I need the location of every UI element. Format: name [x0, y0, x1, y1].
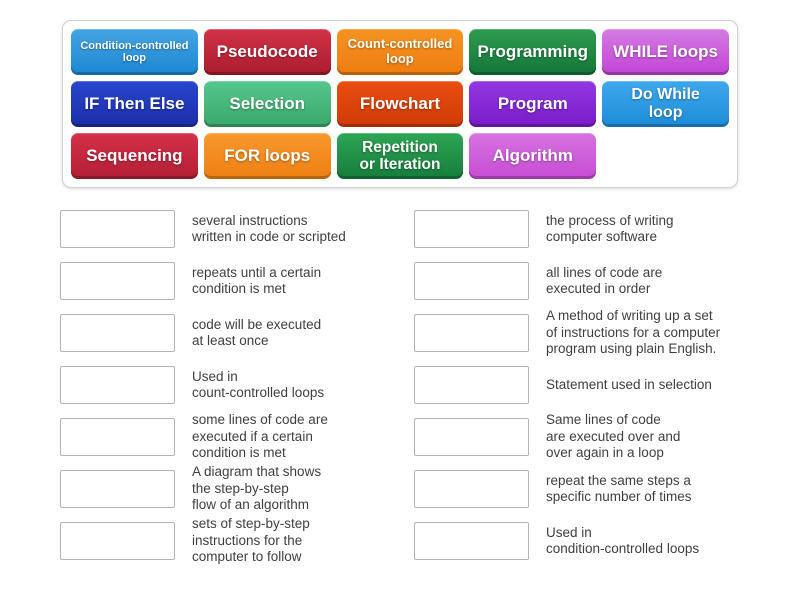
word-tile-count-controlled-loop[interactable]: Count-controlled loop — [336, 29, 464, 75]
word-tile-pseudocode[interactable]: Pseudocode — [203, 29, 331, 75]
definition-text: Used in condition-controlled loops — [546, 524, 700, 557]
answer-slot[interactable] — [60, 314, 175, 352]
answer-slot[interactable] — [60, 470, 175, 508]
word-tile-sequencing[interactable]: Sequencing — [71, 133, 198, 179]
definition-text: repeats until a certain condition is met — [192, 264, 322, 297]
match-row: sets of step-by-step instructions for th… — [60, 516, 414, 564]
word-tile-flowchart[interactable]: Flowchart — [336, 81, 464, 127]
answer-slot[interactable] — [414, 210, 529, 248]
match-row: A diagram that shows the step-by-step fl… — [60, 464, 414, 512]
match-row: Statement used in selection — [414, 366, 800, 404]
word-tile-grid: Condition-controlled loop Pseudocode Cou… — [63, 21, 737, 187]
definition-text: repeat the same steps a specific number … — [546, 472, 692, 505]
answer-slot[interactable] — [414, 418, 529, 456]
answer-slot[interactable] — [60, 522, 175, 560]
match-row: Used in condition-controlled loops — [414, 522, 800, 560]
answer-slot[interactable] — [60, 366, 175, 404]
match-row: the process of writing computer software — [414, 210, 800, 248]
match-column-right: the process of writing computer software… — [414, 210, 800, 574]
definition-text: Used in count-controlled loops — [192, 368, 325, 401]
answer-slot[interactable] — [60, 210, 175, 248]
definition-text: Same lines of code are executed over and… — [546, 412, 681, 461]
answer-slot[interactable] — [60, 262, 175, 300]
word-bank-panel: Condition-controlled loop Pseudocode Cou… — [62, 20, 738, 188]
word-tile-while-loops[interactable]: WHILE loops — [602, 29, 729, 75]
definition-text: Statement used in selection — [546, 376, 712, 392]
match-row: some lines of code are executed if a cer… — [60, 412, 414, 460]
answer-slot[interactable] — [414, 314, 529, 352]
word-tile-algorithm[interactable]: Algorithm — [469, 133, 597, 179]
match-row: all lines of code are executed in order — [414, 262, 800, 300]
word-tile-if-then-else[interactable]: IF Then Else — [71, 81, 198, 127]
word-tile-selection[interactable]: Selection — [203, 81, 331, 127]
answer-slot[interactable] — [60, 418, 175, 456]
word-tile-do-while-loop[interactable]: Do While loop — [602, 81, 729, 127]
word-tile-programming[interactable]: Programming — [469, 29, 597, 75]
word-tile-repetition-or-iteration[interactable]: Repetition or Iteration — [336, 133, 464, 179]
match-row: repeats until a certain condition is met — [60, 262, 414, 300]
definition-text: A method of writing up a set of instruct… — [546, 308, 721, 357]
match-row: several instructions written in code or … — [60, 210, 414, 248]
match-row: code will be executed at least once — [60, 314, 414, 352]
definition-text: several instructions written in code or … — [192, 212, 346, 245]
definition-text: some lines of code are executed if a cer… — [192, 412, 328, 461]
word-tile-program[interactable]: Program — [469, 81, 597, 127]
match-column-left: several instructions written in code or … — [60, 210, 414, 574]
match-row: Used in count-controlled loops — [60, 366, 414, 404]
definition-text: A diagram that shows the step-by-step fl… — [192, 464, 322, 513]
answer-slot[interactable] — [414, 262, 529, 300]
definition-text: the process of writing computer software — [546, 212, 674, 245]
word-tile-for-loops[interactable]: FOR loops — [203, 133, 331, 179]
answer-slot[interactable] — [414, 366, 529, 404]
answer-slot[interactable] — [414, 522, 529, 560]
definition-text: code will be executed at least once — [192, 316, 322, 349]
match-area: several instructions written in code or … — [0, 210, 800, 574]
definition-text: all lines of code are executed in order — [546, 264, 663, 297]
match-row: A method of writing up a set of instruct… — [414, 308, 800, 356]
word-tile-condition-controlled-loop[interactable]: Condition-controlled loop — [71, 29, 198, 75]
match-row: repeat the same steps a specific number … — [414, 470, 800, 508]
match-row: Same lines of code are executed over and… — [414, 412, 800, 460]
definition-text: sets of step-by-step instructions for th… — [192, 516, 310, 565]
answer-slot[interactable] — [414, 470, 529, 508]
